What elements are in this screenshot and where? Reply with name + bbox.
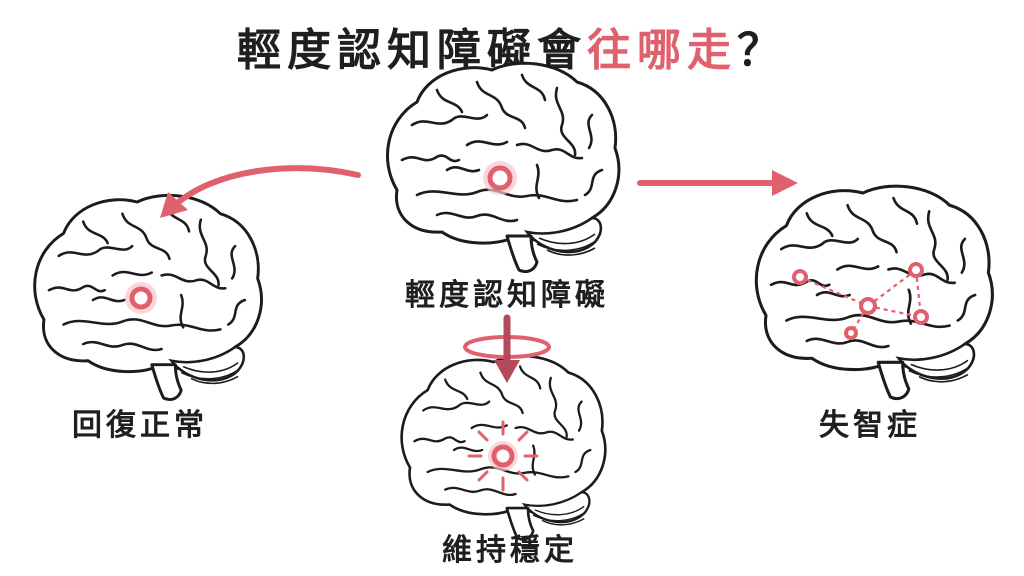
left-focus-icon <box>125 282 157 314</box>
left-label: 回復正常 <box>72 408 208 443</box>
arrow-to-dementia-icon <box>637 170 798 196</box>
page-title: 輕度認知障礙會往哪走？ <box>0 14 1024 78</box>
arrow-to-recovery-icon <box>160 165 361 218</box>
title-suffix: ？ <box>737 25 787 76</box>
bottom-label: 維持穩定 <box>442 533 578 568</box>
center-focus-icon <box>483 161 517 195</box>
title-accent: 往哪走 <box>587 25 737 76</box>
center-label: 輕度認知障礙 <box>405 278 609 313</box>
right-brain <box>754 184 994 401</box>
bottom-burst-icon <box>467 420 539 492</box>
right-network-icon <box>792 262 929 340</box>
arrow-to-stable-icon <box>463 314 551 383</box>
right-label: 失智症 <box>819 408 921 443</box>
